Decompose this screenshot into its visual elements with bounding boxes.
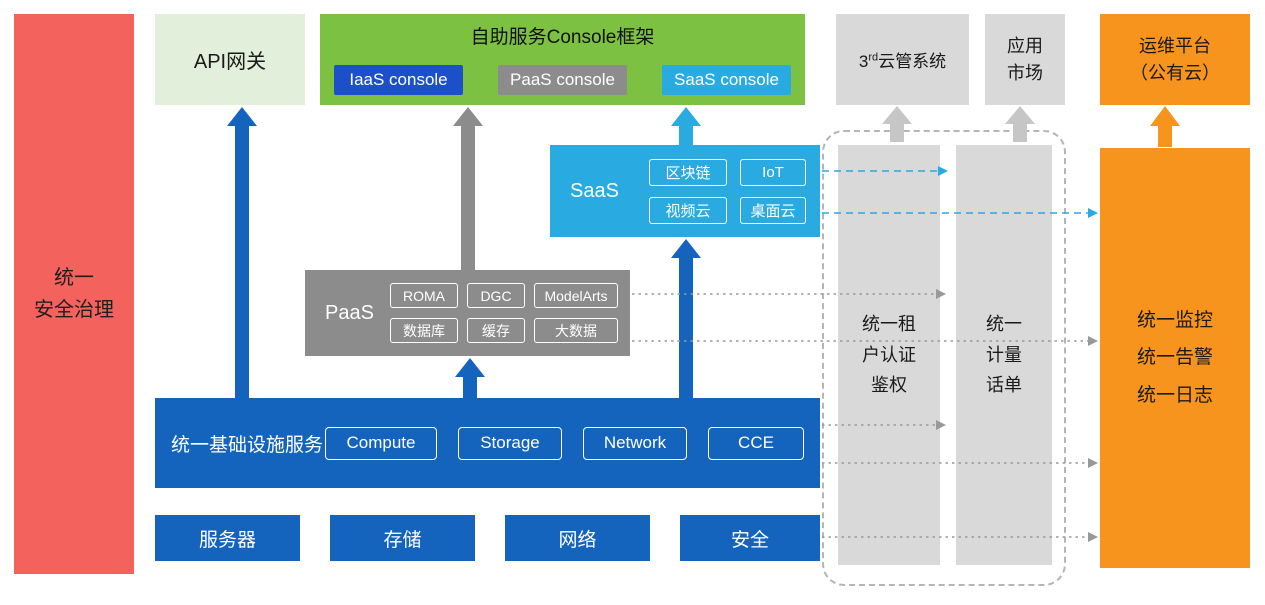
hw-item-server-label: 服务器 [198, 529, 256, 551]
console-framework-box: 自助服务Console框架 IaaS console PaaS console … [320, 14, 805, 105]
monitoring-label: 统一监控 统一告警 统一日志 [1136, 310, 1213, 406]
om-platform-label: 运维平台 （公有云） [1130, 36, 1220, 83]
connector-security-to-monitor-head [1088, 532, 1098, 542]
iaas-item-storage: Storage [458, 426, 562, 460]
third-cloud-rest: 云管系统 [878, 52, 947, 71]
api-gateway-label: API网关 [193, 51, 267, 73]
hw-item-network: 网络 [505, 515, 650, 561]
tenant-auth-bar: 统一租 户认证 鉴权 [838, 145, 940, 565]
iaas-items: Compute Storage Network CCE [325, 426, 804, 460]
tenant-auth-label: 统一租 户认证 鉴权 [862, 314, 916, 396]
arrow-monitor-to-om-platform [1150, 106, 1180, 147]
paas-layer-box: PaaS ROMA DGC ModelArts 数据库 缓存 大数据 [305, 270, 630, 356]
third-party-cloud-mgmt-box: 3rd云管系统 [836, 14, 969, 105]
console-chip-row: IaaS console PaaS console SaaS console [334, 65, 791, 95]
connector-paas-to-monitor-head [1088, 336, 1098, 346]
iaas-item-compute: Compute [325, 426, 437, 460]
saas-layer-label: SaaS [570, 179, 619, 202]
connector-saas-to-monitor-head [1088, 208, 1098, 218]
paas-layer-label: PaaS [325, 301, 374, 324]
hw-item-network-label: 网络 [558, 529, 597, 551]
chip-saas-console: SaaS console [662, 65, 791, 95]
om-platform-box: 运维平台 （公有云） [1100, 14, 1250, 105]
paas-items: ROMA DGC ModelArts 数据库 缓存 大数据 [390, 283, 618, 343]
paas-item-cache: 缓存 [467, 318, 525, 343]
hw-item-security: 安全 [680, 515, 820, 561]
saas-items: 区块链 IoT 视频云 桌面云 [649, 158, 806, 224]
chip-paas-console: PaaS console [498, 65, 627, 95]
app-market-label: 应用 市场 [1007, 36, 1043, 83]
saas-item-video-cloud: 视频云 [649, 196, 727, 224]
paas-item-database: 数据库 [390, 318, 458, 343]
iaas-layer-label: 统一基础设施服务 [171, 434, 324, 456]
security-governance-label: 统一 安全治理 [34, 267, 114, 321]
monitoring-box: 统一监控 统一告警 统一日志 [1100, 148, 1250, 568]
iaas-item-cce: CCE [708, 426, 804, 460]
arrow-saas-to-console [671, 107, 701, 145]
third-cloud-num: 3 [858, 52, 869, 71]
paas-item-dgc: DGC [467, 283, 525, 308]
connector-iaas-to-monitor-head [1088, 458, 1098, 468]
iaas-layer-box: 统一基础设施服务 Compute Storage Network CCE [155, 398, 820, 488]
third-cloud-sup: rd [868, 51, 879, 64]
security-governance-bar: 统一 安全治理 [14, 14, 134, 574]
console-framework-title: 自助服务Console框架 [470, 27, 655, 48]
iaas-item-network: Network [583, 426, 687, 460]
metering-bar: 统一 计量 话单 [956, 145, 1052, 565]
arrow-iaas-to-paas [455, 358, 485, 398]
shared-services-dashed-container [822, 130, 1066, 586]
arrow-paas-to-console [453, 107, 483, 270]
third-party-cloud-mgmt-label: 3rd云管系统 [859, 47, 946, 72]
app-market-box: 应用 市场 [985, 14, 1065, 105]
hw-item-security-label: 安全 [730, 529, 769, 551]
arrow-iaas-to-api-gateway [227, 107, 257, 398]
hw-item-storage: 存储 [330, 515, 475, 561]
saas-item-iot: IoT [740, 158, 806, 186]
paas-item-modelarts: ModelArts [534, 283, 618, 308]
metering-label: 统一 计量 话单 [986, 314, 1022, 396]
saas-item-blockchain: 区块链 [649, 158, 727, 186]
chip-iaas-console: IaaS console [334, 65, 463, 95]
hw-item-storage-label: 存储 [383, 529, 422, 551]
paas-item-roma: ROMA [390, 283, 458, 308]
paas-item-bigdata: 大数据 [534, 318, 618, 343]
api-gateway-box: API网关 [155, 14, 305, 105]
saas-item-desktop-cloud: 桌面云 [740, 196, 806, 224]
hw-item-server: 服务器 [155, 515, 300, 561]
saas-layer-box: SaaS 区块链 IoT 视频云 桌面云 [550, 145, 820, 237]
arrow-iaas-to-saas [671, 239, 701, 398]
